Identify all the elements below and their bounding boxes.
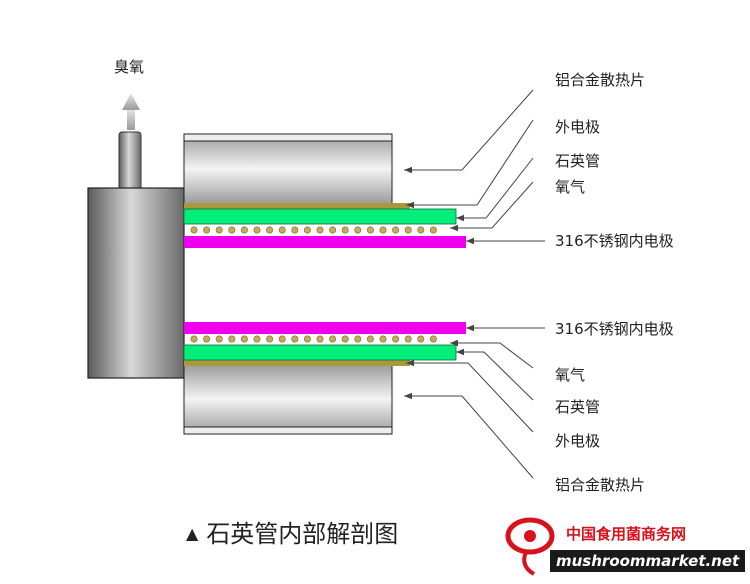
oxygen-bead bbox=[291, 335, 299, 343]
oxygen-bead bbox=[354, 226, 362, 234]
oxygen-bead bbox=[253, 335, 261, 343]
oxygen-bead bbox=[278, 335, 286, 343]
label-oxygen-bottom: 氧气 bbox=[555, 366, 586, 384]
site-logo: 中国食用菌商务网 mushroommarket.net bbox=[500, 512, 746, 578]
heat-sink-top bbox=[183, 133, 393, 205]
oxygen-bead bbox=[228, 335, 236, 343]
oxygen-bead bbox=[429, 226, 437, 234]
oxygen-bead bbox=[379, 335, 387, 343]
ozone-arrow-icon bbox=[122, 93, 140, 130]
oxygen-bead bbox=[316, 226, 324, 234]
oxygen-bead bbox=[417, 335, 425, 343]
inner-electrode-top bbox=[184, 236, 466, 248]
label-outer-electrode-top: 外电极 bbox=[555, 118, 601, 136]
oxygen-bead bbox=[190, 335, 198, 343]
ozone-label: 臭氧 bbox=[114, 58, 145, 76]
oxygen-bead bbox=[303, 335, 311, 343]
oxygen-bead bbox=[329, 335, 337, 343]
inner-electrode-bottom bbox=[184, 322, 466, 334]
oxygen-bead bbox=[190, 226, 198, 234]
oxygen-bead bbox=[291, 226, 299, 234]
leader-lines-top bbox=[404, 89, 545, 245]
oxygen-beads-top bbox=[190, 226, 437, 234]
label-inner-electrode-bottom: 316不锈钢内电极 bbox=[555, 320, 674, 338]
oxygen-bead bbox=[240, 226, 248, 234]
oxygen-bead bbox=[341, 335, 349, 343]
oxygen-bead bbox=[341, 226, 349, 234]
oxygen-bead bbox=[253, 226, 261, 234]
oxygen-bead bbox=[278, 226, 286, 234]
triangle-icon: ▲ bbox=[186, 524, 199, 543]
oxygen-bead bbox=[215, 226, 223, 234]
oxygen-bead bbox=[203, 335, 211, 343]
oxygen-bead bbox=[392, 335, 400, 343]
label-outer-electrode-bottom: 外电极 bbox=[555, 432, 601, 450]
diagram-caption: ▲ 石英管内部解剖图 bbox=[186, 519, 398, 549]
mushroom-logo-icon bbox=[505, 517, 555, 576]
end-cap bbox=[87, 187, 185, 379]
outer-electrode-top bbox=[184, 203, 410, 209]
oxygen-beads-bottom bbox=[190, 335, 437, 343]
oxygen-bead bbox=[366, 335, 374, 343]
ozone-outlet-pipe bbox=[118, 131, 142, 191]
oxygen-bead bbox=[379, 226, 387, 234]
quartz-tube-bottom bbox=[183, 344, 457, 361]
oxygen-bead bbox=[429, 335, 437, 343]
oxygen-bead bbox=[266, 226, 274, 234]
oxygen-bead bbox=[240, 335, 248, 343]
label-heat-sink-top: 铝合金散热片 bbox=[555, 71, 646, 89]
oxygen-bead bbox=[404, 226, 412, 234]
label-oxygen-top: 氧气 bbox=[555, 178, 586, 196]
quartz-tube-top bbox=[183, 208, 457, 225]
label-inner-electrode-top: 316不锈钢内电极 bbox=[555, 232, 674, 250]
oxygen-bead bbox=[203, 226, 211, 234]
oxygen-bead bbox=[417, 226, 425, 234]
label-heat-sink-bottom: 铝合金散热片 bbox=[555, 476, 646, 494]
label-quartz-tube-bottom: 石英管 bbox=[555, 398, 601, 416]
caption-text: 石英管内部解剖图 bbox=[206, 520, 399, 548]
outer-electrode-bottom bbox=[184, 360, 410, 366]
label-quartz-tube-top: 石英管 bbox=[555, 152, 601, 170]
oxygen-bead bbox=[404, 335, 412, 343]
oxygen-bead bbox=[329, 226, 337, 234]
oxygen-bead bbox=[228, 226, 236, 234]
oxygen-bead bbox=[303, 226, 311, 234]
oxygen-bead bbox=[215, 335, 223, 343]
oxygen-bead bbox=[266, 335, 274, 343]
oxygen-bead bbox=[366, 226, 374, 234]
oxygen-bead bbox=[316, 335, 324, 343]
leader-lines-bottom bbox=[404, 324, 545, 479]
logo-chinese-text: 中国食用菌商务网 bbox=[566, 525, 687, 543]
oxygen-bead bbox=[392, 226, 400, 234]
heat-sink-bottom bbox=[183, 363, 393, 435]
logo-english-text: mushroommarket.net bbox=[550, 550, 746, 572]
oxygen-bead bbox=[354, 335, 362, 343]
